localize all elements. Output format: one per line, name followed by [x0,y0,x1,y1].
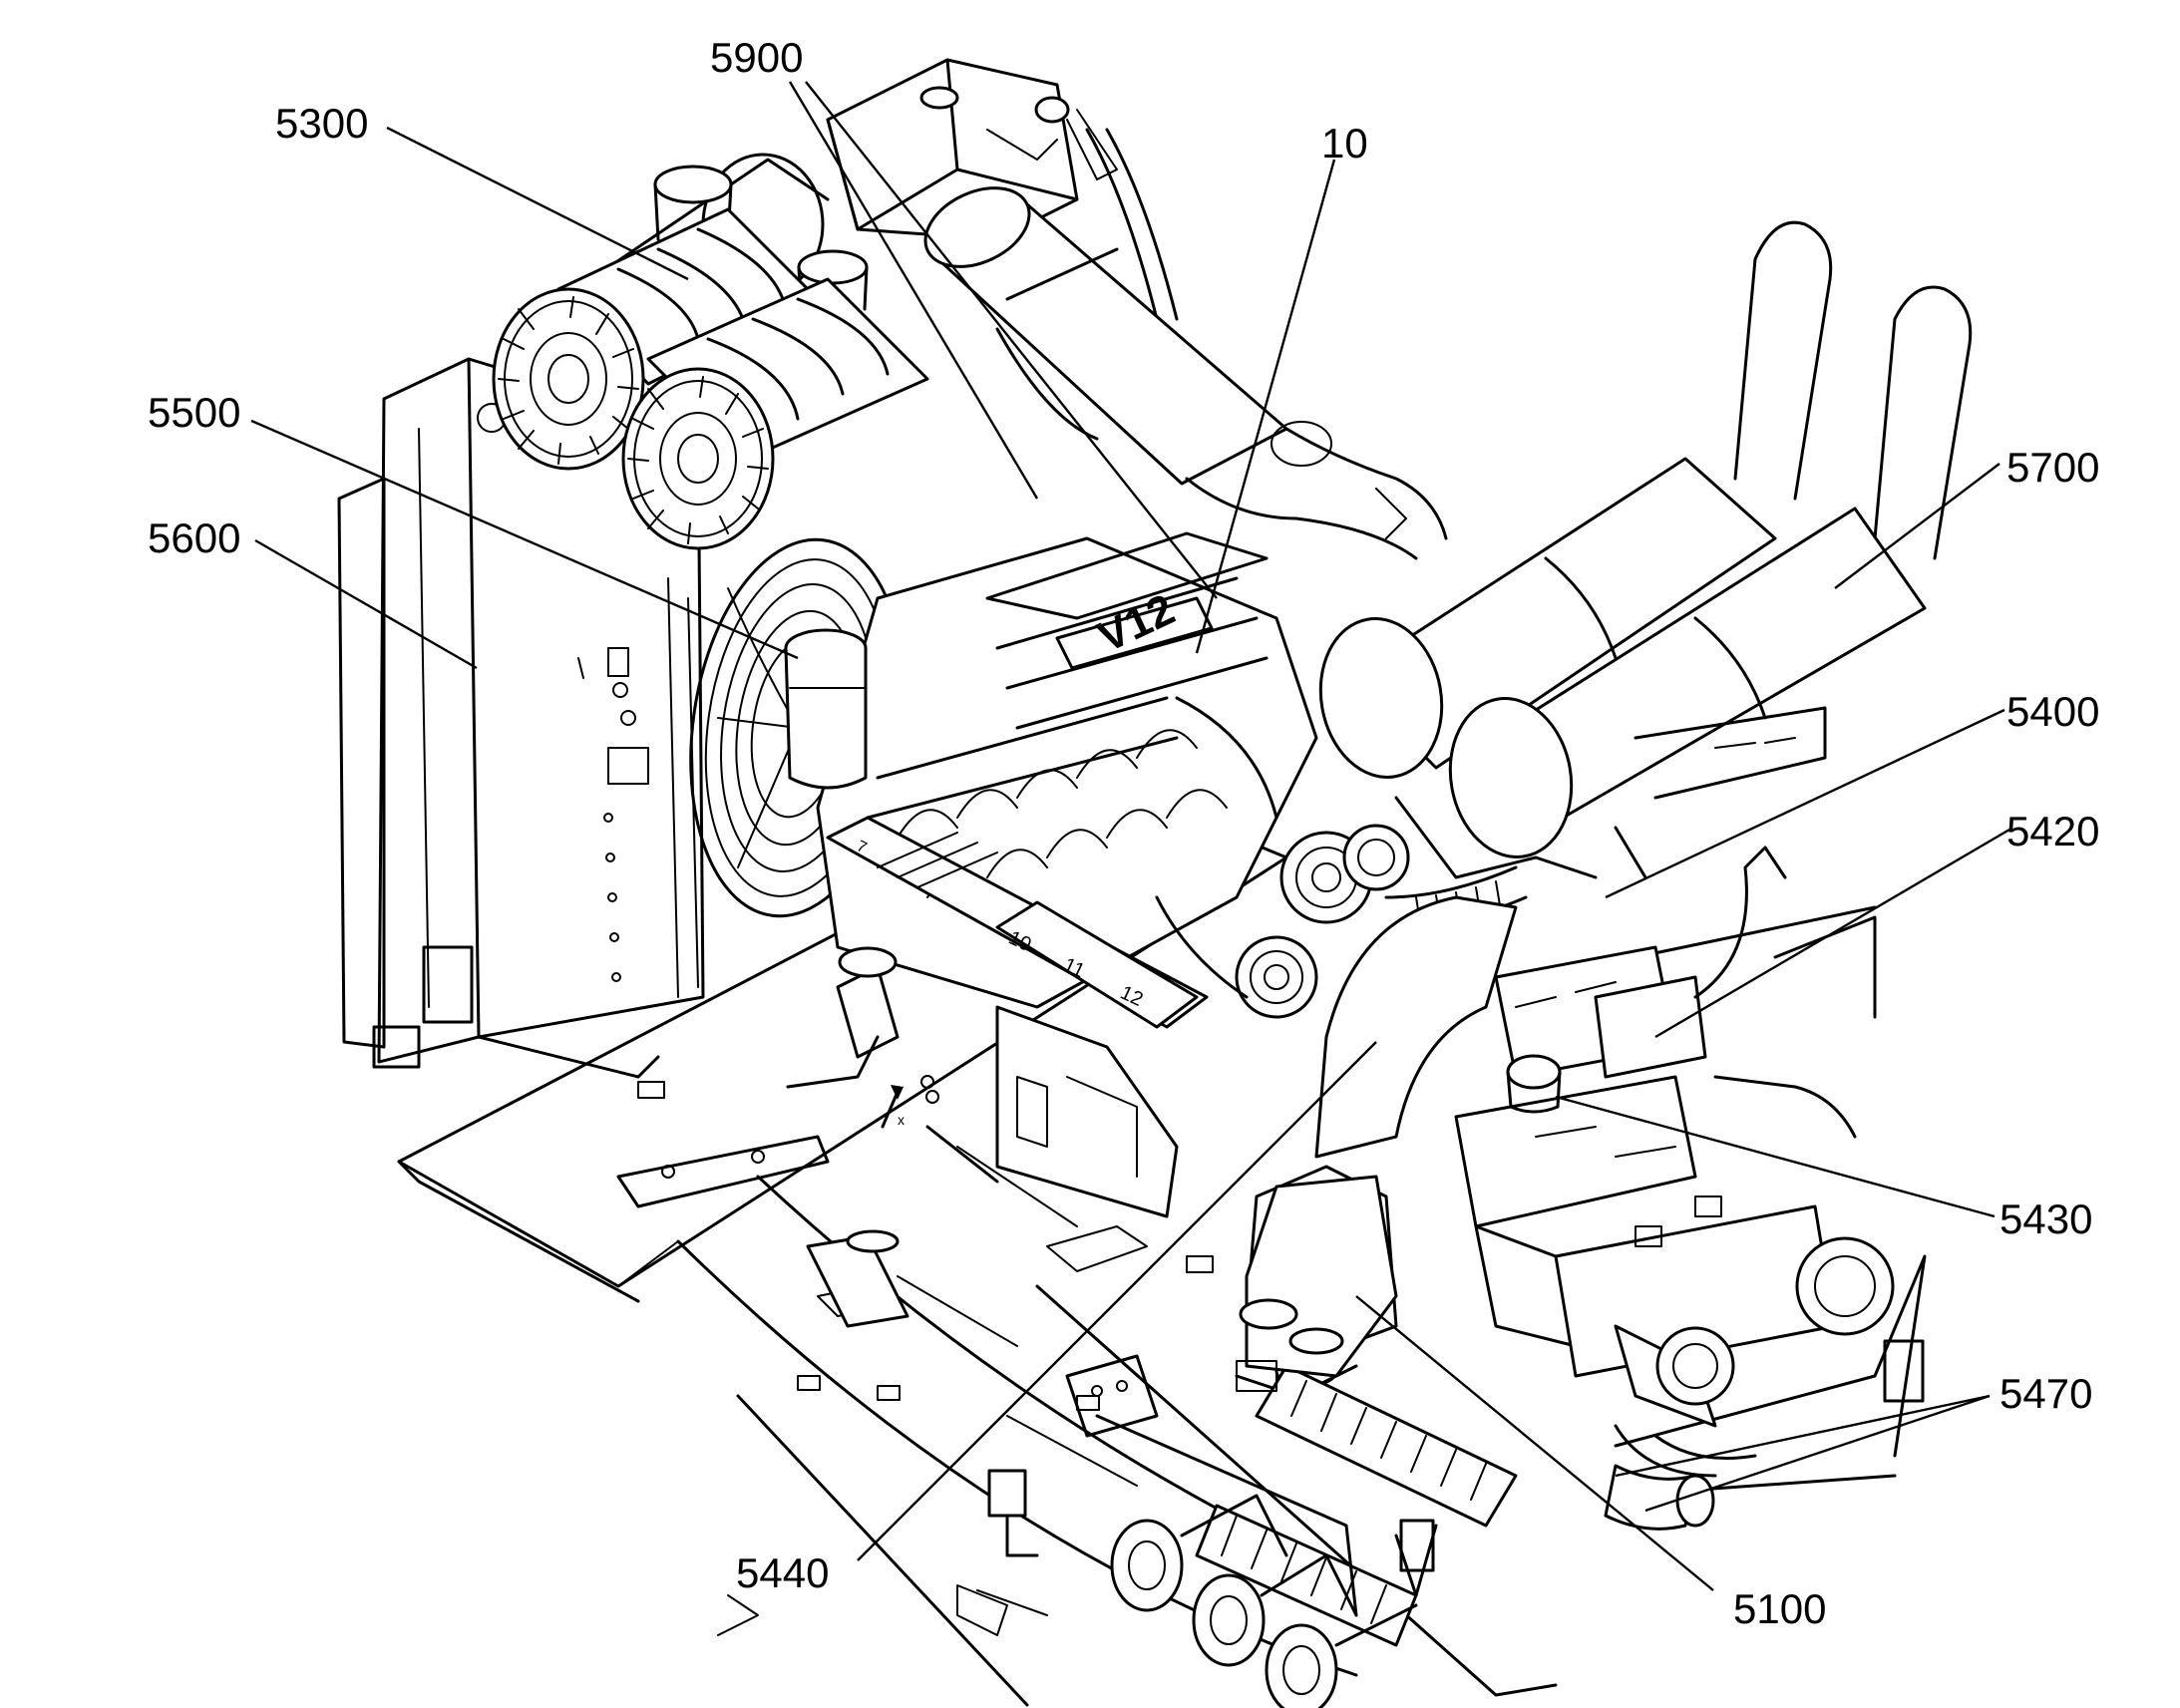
leader-5400 [1605,708,2005,899]
callout-5400: 5400 [2006,688,2099,735]
callout-5440: 5440 [736,1549,829,1596]
x-direction-marker: x [881,1075,934,1129]
callout-5420: 5420 [2006,808,2099,854]
air-filters [492,153,929,550]
leader-5700 [1834,463,2000,589]
leader-lines [250,81,2010,1591]
callout-5600: 5600 [148,514,240,561]
leader-5900-a [788,81,1039,500]
leader-5100 [1355,1295,1714,1591]
engine-block: V12 10 11 12 7 [784,531,1528,1218]
leader-10 [1195,159,1336,654]
chassis-frame [397,786,1927,1707]
leader-5440 [857,1041,1377,1561]
callout-10: 10 [1321,120,1368,167]
callout-5700: 5700 [2006,444,2099,491]
leader-5600 [254,538,478,670]
callout-5470: 5470 [1999,1370,2092,1417]
callout-5900: 5900 [710,34,803,81]
leader-5420 [1654,828,2010,1039]
suction-hoses [987,1364,1715,1708]
callout-5430: 5430 [1999,1196,2092,1242]
leader-5900-b [805,81,1218,599]
leader-5500 [250,419,799,660]
callout-5300: 5300 [275,100,368,147]
engine-mounts [806,1175,1398,1438]
leader-5470-b [1615,1394,1991,1478]
x-marker-label: x [898,1112,905,1128]
exhaust-silencers [1318,220,1973,879]
callout-5500: 5500 [148,389,240,436]
callout-5100: 5100 [1733,1585,1826,1632]
leader-5430 [1555,1095,1996,1218]
leader-5470-a [1644,1394,1991,1513]
leader-5300 [386,126,689,281]
callout-labels: 5900 5300 10 5500 5600 5700 5400 5420 54… [148,34,2099,1632]
charge-air-pipe [923,186,1448,560]
